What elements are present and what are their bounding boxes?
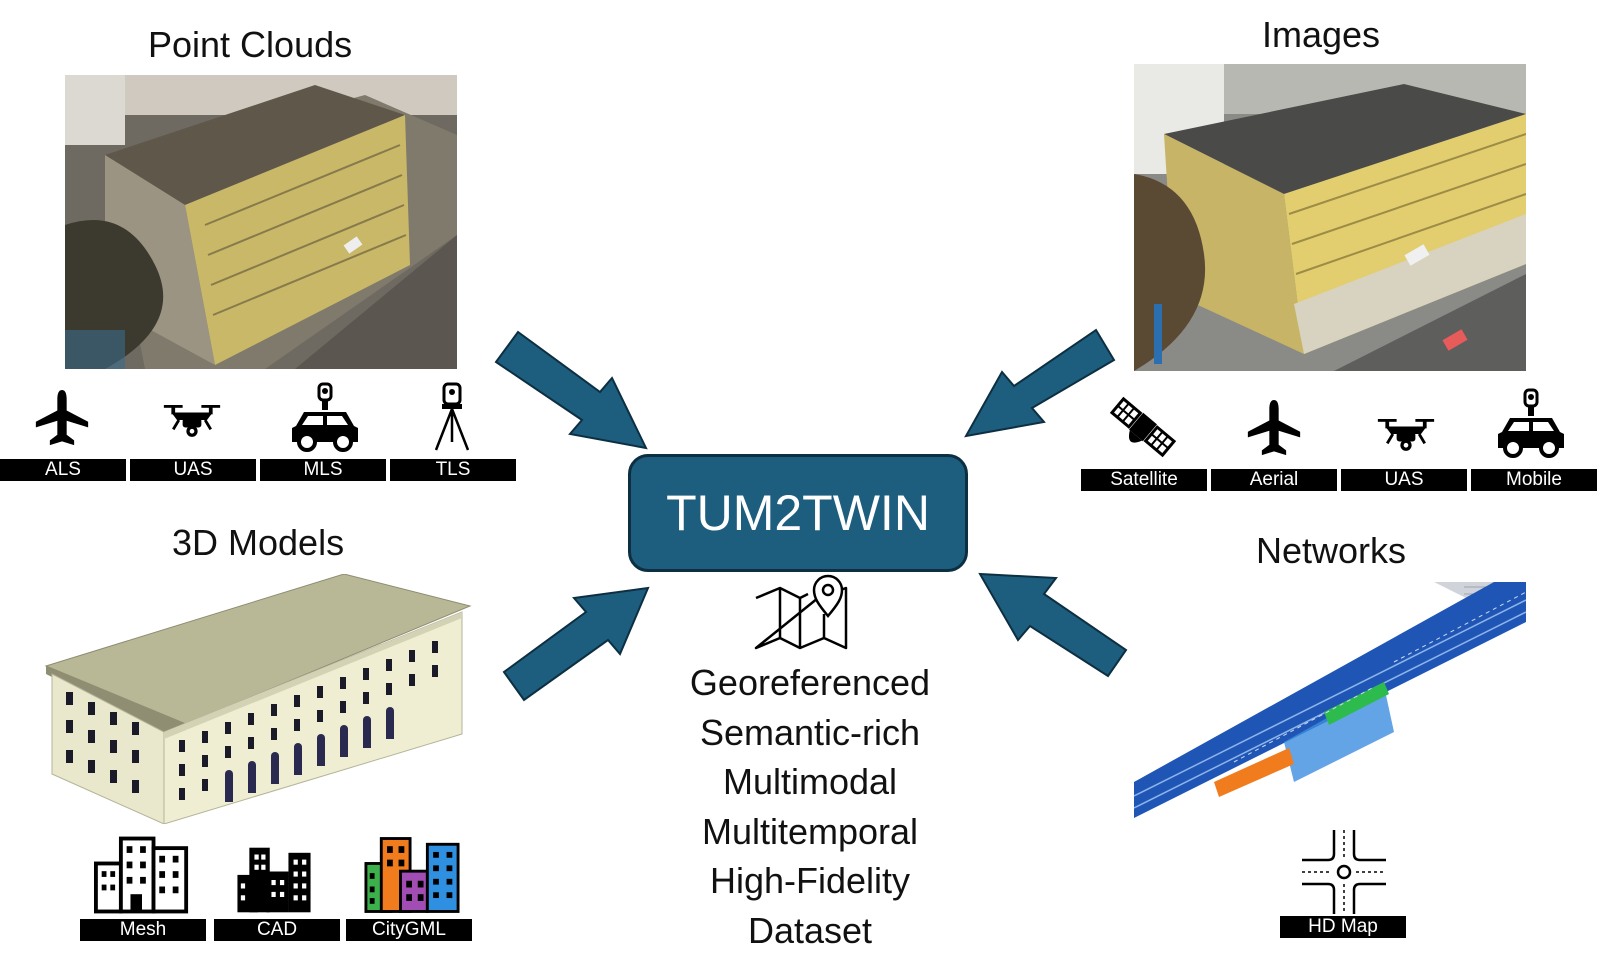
sensor-label-aerial: Aerial [1211, 469, 1337, 491]
network-label-hd-map: HD Map [1280, 916, 1406, 938]
networks-title: Networks [1256, 530, 1407, 571]
feature-list: Georeferenced Semantic-rich Multimodal M… [640, 658, 980, 955]
roundabout-icon [1302, 830, 1386, 914]
model-label-mesh: Mesh [80, 919, 206, 941]
models-title: 3D Models [172, 522, 345, 563]
sensor-label-tls: TLS [390, 459, 516, 481]
point-clouds-title: Point Clouds [148, 24, 353, 65]
arrow-images [964, 328, 1116, 438]
feature-item: Georeferenced [689, 662, 931, 703]
aerial-photo [1134, 64, 1526, 371]
images-title: Images [1262, 14, 1381, 55]
arrow-point-clouds [494, 330, 648, 450]
feature-item: Dataset [747, 909, 873, 951]
model-label-cad: CAD [214, 919, 340, 941]
central-dataset-box: TUM2TWIN [628, 454, 968, 572]
feature-item: Semantic-rich [699, 711, 921, 753]
feature-item: Multitemporal [701, 810, 919, 852]
sensor-label-uas: UAS [130, 459, 256, 481]
feature-item: High-Fidelity [709, 860, 911, 901]
map-pin-icon [752, 574, 852, 654]
hd-map-road-network [1134, 582, 1526, 818]
sensor-label-mobile: Mobile [1471, 469, 1597, 491]
sensor-label-uas: UAS [1341, 469, 1467, 491]
building-3d-model [44, 574, 474, 824]
model-label-citygml: CityGML [346, 919, 472, 941]
sensor-label-mls: MLS [260, 459, 386, 481]
sensor-label-satellite: Satellite [1081, 469, 1207, 491]
arrow-models [502, 586, 650, 702]
feature-item: Multimodal [722, 761, 898, 802]
point-cloud-image [65, 75, 457, 369]
arrow-networks [978, 572, 1128, 678]
sensor-label-als: ALS [0, 459, 126, 481]
